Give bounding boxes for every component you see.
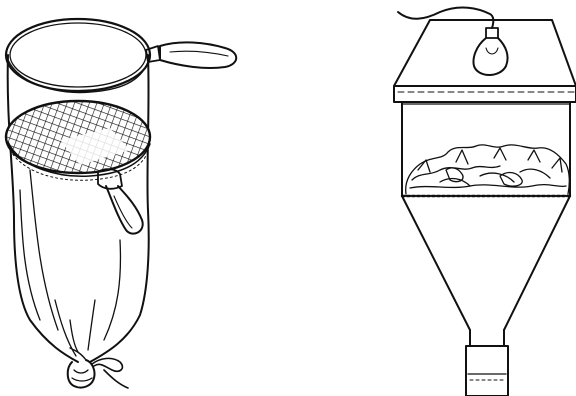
light-bulb [474, 28, 508, 75]
collection-vial [466, 346, 508, 396]
funnel-neck [470, 330, 504, 346]
power-cord [398, 8, 493, 28]
leaf-litter [406, 145, 570, 194]
berlese-funnel-panel [394, 8, 576, 396]
cylinder [402, 102, 570, 196]
sieve-bag-net-panel [6, 19, 236, 388]
sieve-handle [98, 169, 143, 233]
funnel-cone [402, 196, 570, 330]
rim-ring-inner [10, 23, 146, 87]
tied-bag-end [68, 348, 128, 388]
rim-handle [146, 42, 236, 68]
lamp-hood [394, 20, 576, 102]
